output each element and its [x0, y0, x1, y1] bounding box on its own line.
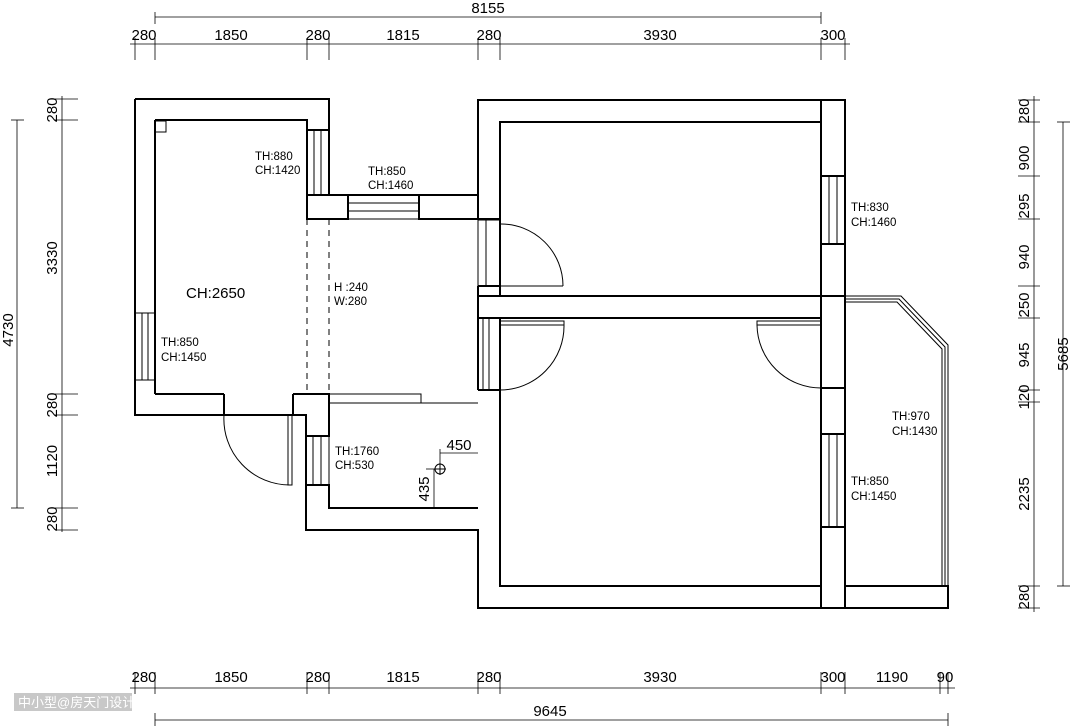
dim-top-1: 280 — [131, 27, 156, 44]
dim-top-6: 3930 — [643, 27, 676, 44]
dim-right-8: 2235 — [1016, 477, 1033, 510]
dim-right-1: 280 — [1016, 98, 1033, 123]
left-room-outer-wall — [134, 98, 846, 609]
dim-top-3: 280 — [305, 27, 330, 44]
dim-left-2: 3330 — [44, 241, 61, 274]
dim-top-total: 8155 — [471, 0, 504, 17]
window-2-th: TH:850 — [368, 166, 406, 178]
right-pier-1 — [820, 99, 846, 177]
right-pier-3 — [820, 387, 846, 435]
dim-bottom-4: 1815 — [386, 669, 419, 686]
dim-top-2: 1850 — [214, 27, 247, 44]
balcony-bottom — [844, 585, 949, 609]
annotation-labels: TH:880 CH:1420 TH:850 CH:1460 TH:830 CH:… — [161, 151, 937, 503]
dim-top-7: 300 — [820, 27, 845, 44]
window-7 — [820, 433, 846, 528]
window-4-th: TH:850 — [161, 337, 199, 349]
dim-offset-x: 450 — [446, 437, 471, 454]
beam-width: W:280 — [334, 296, 367, 308]
dim-right-5: 250 — [1016, 292, 1033, 317]
doors — [223, 219, 822, 486]
dim-bottom-7: 300 — [820, 669, 845, 686]
door-leaf-2 — [499, 320, 565, 326]
windows — [134, 129, 846, 528]
bath-pier — [305, 415, 330, 437]
window-2-ch: CH:1460 — [368, 180, 413, 192]
dim-right-2: 900 — [1016, 145, 1033, 170]
window-2 — [347, 194, 420, 220]
dim-bottom-6: 3930 — [643, 669, 676, 686]
dim-right-7: 120 — [1016, 384, 1033, 409]
dim-bottom-2: 1850 — [214, 669, 247, 686]
door-leaf-4 — [287, 414, 293, 486]
window-5 — [305, 435, 330, 486]
right-pier-4 — [820, 526, 846, 609]
balcony-rail-1 — [845, 295, 949, 586]
window-1 — [306, 129, 330, 196]
dim-right-6: 945 — [1016, 342, 1033, 367]
dim-left-5: 280 — [44, 506, 61, 531]
dim-offset-y: 435 — [416, 476, 433, 501]
pier-1 — [306, 194, 349, 220]
window-5-th: TH:1760 — [335, 446, 379, 458]
window-3 — [820, 175, 846, 245]
dim-bottom-9: 90 — [937, 669, 954, 686]
door-swing-3 — [756, 324, 822, 389]
dim-right-4: 940 — [1016, 244, 1033, 269]
window-5-ch: CH:530 — [335, 460, 374, 472]
dim-bottom-5: 280 — [476, 669, 501, 686]
window-7-th: TH:850 — [851, 476, 889, 488]
beam-height: H :240 — [334, 282, 368, 294]
balcony-rail-3 — [845, 301, 943, 586]
dim-left-3: 280 — [44, 392, 61, 417]
left-room-inner-wall-2 — [155, 119, 308, 130]
dim-left-4: 1120 — [44, 445, 61, 477]
dim-right-9: 280 — [1016, 584, 1033, 609]
dim-left-total: 4730 — [0, 313, 17, 346]
dimension-lines — [11, 12, 1070, 726]
watermark: 中小型@房天门设计 — [14, 693, 135, 711]
left-bottom-wall-end — [135, 394, 225, 416]
top-right-room — [499, 121, 822, 297]
window-6-ch: CH:1430 — [892, 426, 937, 438]
dim-bottom-8: 1190 — [876, 669, 908, 686]
door-leaf-3 — [756, 320, 822, 326]
pier-2 — [418, 194, 479, 220]
window-4 — [134, 312, 156, 381]
window-7-ch: CH:1450 — [851, 491, 896, 503]
dim-bottom-1: 280 — [131, 669, 156, 686]
dim-right-total: 5685 — [1055, 337, 1072, 370]
watermark-text: 中小型@房天门设计 — [18, 695, 135, 710]
window-3-th: TH:830 — [851, 202, 889, 214]
door-swing-4 — [223, 414, 291, 486]
window-6-th: TH:970 — [892, 411, 930, 423]
bath-inner — [306, 484, 478, 509]
dim-left-1: 280 — [44, 97, 61, 122]
middle-partition — [477, 295, 822, 319]
dim-top-5: 280 — [476, 27, 501, 44]
walls — [134, 98, 949, 609]
balcony-rail-2 — [845, 298, 946, 586]
bottom-right-room — [499, 317, 822, 587]
bath-ledge — [328, 393, 422, 404]
door-swing-2 — [499, 324, 565, 391]
window-3-ch: CH:1460 — [851, 217, 896, 229]
dim-bottom-3: 280 — [305, 669, 330, 686]
room-ceiling-height: CH:2650 — [186, 285, 245, 302]
window-1-ch: CH:1420 — [255, 165, 300, 177]
dim-right-3: 295 — [1016, 193, 1033, 218]
right-pier-2 — [820, 243, 846, 297]
window-1-th: TH:880 — [255, 151, 293, 163]
drain-symbol — [426, 449, 478, 508]
dim-bottom-total: 9645 — [533, 703, 566, 720]
left-room-inner-wall — [306, 129, 329, 195]
door-swing-1 — [499, 223, 564, 287]
window-4-ch: CH:1450 — [161, 352, 206, 364]
column-mark — [154, 120, 167, 133]
dim-top-4: 1815 — [386, 27, 419, 44]
